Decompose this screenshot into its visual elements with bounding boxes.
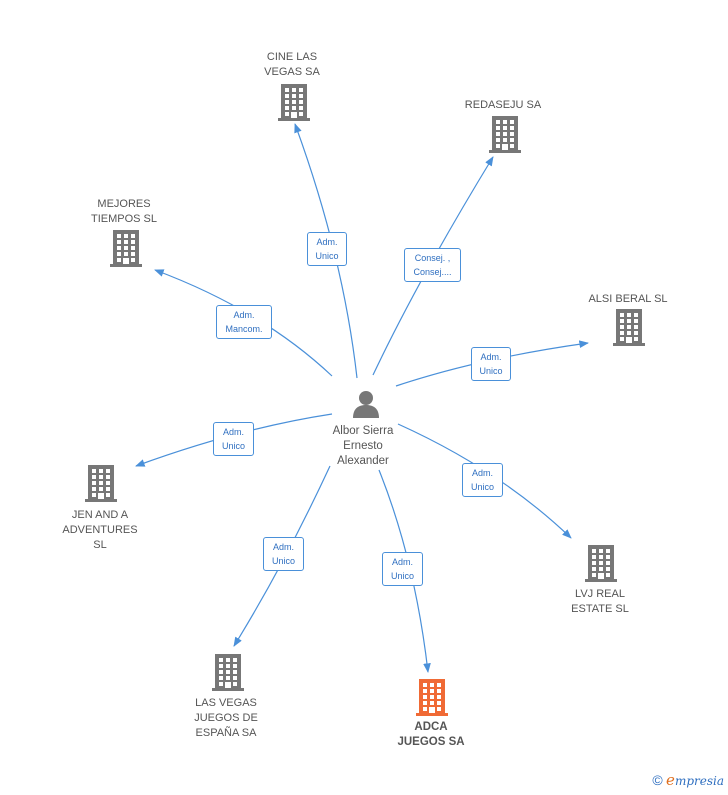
edge-role-line1: Adm. <box>316 237 338 247</box>
edge-role-line1: Adm. <box>391 557 413 567</box>
edge-label-alsi[interactable]: Adm. Unico <box>471 347 511 381</box>
company-name-line1: JEN AND A <box>71 509 129 521</box>
building-icon <box>212 654 244 697</box>
edge-role-line1: Adm. <box>480 352 502 362</box>
edge-role-line2: Unico <box>390 571 414 581</box>
company-name: MEJORES TIEMPOS SL <box>91 197 157 227</box>
edge-role-line1: Adm. <box>272 542 294 552</box>
company-name-line2: TIEMPOS SL <box>90 213 158 225</box>
company-name-line2: JUEGOS DE <box>194 712 258 724</box>
edge-label-mejores[interactable]: Adm. Mancom. <box>216 305 272 339</box>
company-name-line1: LVJ REAL <box>575 588 625 600</box>
edge-role-line2: Unico <box>221 441 245 451</box>
edge-role-line2: Consej.... <box>413 267 452 277</box>
building-icon <box>489 116 521 159</box>
company-name-line1: ADCA <box>414 721 448 733</box>
edge-role-line2: Unico <box>315 251 339 261</box>
edge-role-line1: Consej. , <box>414 253 451 263</box>
company-name: LAS VEGAS JUEGOS DE ESPAÑA SA <box>194 696 258 741</box>
edge-label-lvj[interactable]: Adm. Unico <box>462 463 503 497</box>
company-name: REDASEJU SA <box>465 98 541 113</box>
company-name-line3: SL <box>93 539 107 551</box>
company-name-line2: ESTATE SL <box>571 603 629 615</box>
company-name: ADCA JUEGOS SA <box>397 720 464 750</box>
company-name: CINE LAS VEGAS SA <box>264 50 320 80</box>
edge-label-cine[interactable]: Adm. Unico <box>307 232 347 266</box>
company-name-line2: ADVENTURES <box>62 524 138 536</box>
edge-label-lasvegas[interactable]: Adm. Unico <box>263 537 304 571</box>
building-icon <box>613 309 645 352</box>
edge-role-line1: Adm. <box>471 468 493 478</box>
person-name: Albor Sierra Ernesto Alexander <box>332 425 394 467</box>
company-name-line1: LAS VEGAS <box>195 697 257 709</box>
building-icon <box>110 230 142 273</box>
company-name-line2: VEGAS SA <box>264 66 320 78</box>
edge-role-line1: Adm. <box>233 310 255 320</box>
company-name-line1: MEJORES <box>97 198 151 210</box>
company-name-line1: ALSI BERAL SL <box>588 293 668 305</box>
building-icon <box>278 84 310 127</box>
company-name: ALSI BERAL SL <box>588 292 667 307</box>
company-name-line1: REDASEJU SA <box>464 99 542 111</box>
company-name: LVJ REAL ESTATE SL <box>571 587 629 617</box>
edge-label-redaseju[interactable]: Consej. , Consej.... <box>404 248 461 282</box>
company-name-line3: ESPAÑA SA <box>195 727 257 739</box>
edge-role-line2: Unico <box>271 556 295 566</box>
building-icon <box>585 545 617 588</box>
edge-role-line1: Adm. <box>222 427 244 437</box>
company-name: JEN AND A ADVENTURES SL <box>62 508 137 553</box>
copyright-icon: © <box>652 772 663 788</box>
person-icon <box>353 391 379 418</box>
brand-footer: © empresia <box>652 771 724 789</box>
building-icon <box>85 465 117 508</box>
building-icon <box>416 679 448 722</box>
edge-label-adca[interactable]: Adm. Unico <box>382 552 423 586</box>
edge-label-jen[interactable]: Adm. Unico <box>213 422 254 456</box>
company-name-line1: CINE LAS <box>266 51 318 63</box>
edge-role-line2: Unico <box>479 366 503 376</box>
edge-role-line2: Unico <box>470 482 494 492</box>
company-name-line2: JUEGOS SA <box>397 736 465 748</box>
edge-role-line2: Mancom. <box>225 324 263 334</box>
